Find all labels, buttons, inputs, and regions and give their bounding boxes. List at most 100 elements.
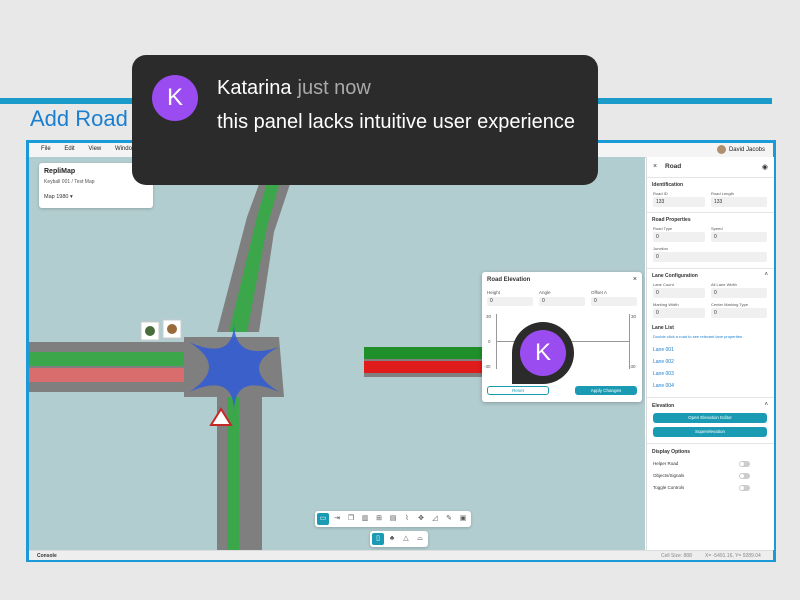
move-tool-icon[interactable]: ✥: [418, 515, 424, 522]
all-lane-width-field[interactable]: 0: [711, 288, 767, 298]
lane-hint: Double click a road to see relevant lane…: [653, 334, 742, 339]
menu-file[interactable]: File: [41, 146, 51, 152]
select-tool-icon[interactable]: ▭: [317, 513, 329, 525]
road-tool-icon[interactable]: ▯: [372, 533, 384, 545]
console-tab[interactable]: Console: [37, 553, 57, 559]
map-breadcrumb: Keyball 001 / Test Map: [44, 179, 95, 185]
lane-config-heading: Lane Configuration: [652, 273, 698, 279]
app-window: File Edit View Window David Jacobs: [26, 140, 776, 562]
divider: [647, 177, 774, 178]
axis-mid-label: 0: [488, 339, 491, 344]
main-toolbar: ▭ ⇥ ❐ ▥ ⊞ ▤ ⌇ ✥ ◿ ✎ ▣: [315, 511, 471, 527]
offset-label: Offset A: [591, 290, 607, 295]
angle-field[interactable]: 0: [539, 297, 585, 306]
close-icon[interactable]: ×: [632, 276, 637, 283]
doc-tool-icon[interactable]: ▤: [389, 515, 397, 522]
axis-right-bottom-label: -30: [629, 364, 636, 369]
objects-signals-toggle[interactable]: [739, 473, 750, 479]
axis-right-top-label: 30: [631, 314, 637, 319]
close-panel-icon[interactable]: ×: [653, 163, 658, 170]
lane-item[interactable]: Lane 004: [653, 383, 674, 389]
object-tool-icon[interactable]: ♣: [389, 535, 395, 542]
height-label: Height: [487, 290, 501, 295]
pen-tool-icon[interactable]: ✎: [446, 515, 452, 522]
axis-bottom-label: -30: [484, 364, 491, 369]
divider: [647, 397, 774, 398]
warning-sign-icon[interactable]: [209, 407, 233, 426]
road-network: [29, 157, 484, 550]
road-properties-panel: × Road ◉ Identification Road ID 133 Road…: [646, 157, 774, 550]
link-tool-icon[interactable]: ⌇: [405, 515, 409, 522]
center-marking-field[interactable]: 0: [711, 308, 767, 318]
identification-heading: Identification: [652, 182, 684, 188]
user-menu[interactable]: David Jacobs: [716, 145, 765, 154]
road-id-field[interactable]: 133: [653, 197, 705, 207]
center-marking-label: Center Marking Type: [711, 302, 749, 307]
divider: [647, 268, 774, 269]
add-tool-icon[interactable]: ⊞: [376, 515, 382, 522]
display-options-heading: Display Options: [652, 449, 691, 455]
terrain-tool-icon[interactable]: ⌓: [417, 535, 423, 542]
export-tool-icon[interactable]: ⇥: [334, 515, 340, 522]
map-canvas[interactable]: RepliMap Keyball 001 / Test Map Map 1980…: [29, 157, 645, 550]
copy-tool-icon[interactable]: ❐: [347, 515, 355, 522]
toggle-controls-toggle[interactable]: [739, 485, 750, 491]
lane-east-red[interactable]: [364, 361, 484, 373]
road-length-field[interactable]: 133: [711, 197, 767, 207]
marking-width-label: Marking Width: [653, 302, 679, 307]
lane-north-green[interactable]: [229, 157, 287, 332]
split-tool-icon[interactable]: ▥: [361, 515, 369, 522]
superelevation-button[interactable]: Superelevation: [653, 427, 767, 437]
divider: [647, 212, 774, 213]
secondary-toolbar: ▯ ♣ △ ⌓: [370, 531, 428, 547]
helper-road-toggle[interactable]: [739, 461, 750, 467]
tree-icon: [145, 326, 155, 336]
chevron-up-icon[interactable]: ˄: [764, 402, 768, 408]
menu-edit[interactable]: Edit: [64, 146, 75, 152]
commenter-avatar: K: [152, 75, 198, 121]
marking-width-field[interactable]: 0: [653, 308, 705, 318]
comment-pin[interactable]: K: [512, 322, 574, 384]
eye-icon[interactable]: ◉: [761, 164, 768, 171]
lane-east-green[interactable]: [364, 347, 484, 359]
menu-window[interactable]: Window: [114, 146, 137, 152]
axis-top-label: 30: [486, 314, 492, 319]
all-lane-width-label: All Lane Width: [711, 282, 737, 287]
helper-road-label: Helper Road: [653, 461, 679, 466]
offset-field[interactable]: 0: [591, 297, 637, 306]
lane-count-field[interactable]: 0: [653, 288, 705, 298]
comment-time: just now: [297, 77, 371, 99]
lane-item[interactable]: Lane 003: [653, 371, 674, 377]
road-type-field[interactable]: 0: [653, 232, 705, 242]
chevron-up-icon[interactable]: ˄: [764, 272, 768, 278]
open-elevation-editor-button[interactable]: Open Elevation Editor: [653, 413, 767, 423]
speed-field[interactable]: 0: [711, 232, 767, 242]
lane-item[interactable]: Lane 001: [653, 347, 674, 353]
map-selector[interactable]: Map 1980 ▾: [44, 194, 73, 200]
road-type-label: Road Type: [653, 226, 673, 231]
reset-button[interactable]: Reset: [487, 386, 549, 395]
elevation-heading: Elevation: [652, 403, 675, 409]
lane-west-green[interactable]: [29, 352, 189, 366]
junction-label: Junction: [653, 246, 668, 251]
ramp-tool-icon[interactable]: ◿: [432, 515, 438, 522]
road-west[interactable]: [29, 342, 189, 392]
lane-west-red[interactable]: [29, 368, 189, 382]
comment-text: this panel lacks intuitive user experien…: [217, 111, 575, 133]
height-field[interactable]: 0: [487, 297, 533, 306]
junction[interactable]: [189, 322, 279, 412]
coordinates: X= -5491.16, Y= 9289.04: [705, 553, 761, 559]
lane-count-label: Lane Count: [653, 282, 674, 287]
lane-item[interactable]: Lane 002: [653, 359, 674, 365]
sign-tool-icon[interactable]: △: [403, 535, 409, 542]
menu-view[interactable]: View: [88, 146, 102, 152]
junction-field[interactable]: 0: [653, 252, 767, 262]
lane-list-heading: Lane List: [652, 325, 674, 331]
apply-changes-button[interactable]: Apply Changes: [575, 386, 637, 395]
lane-south-green[interactable]: [227, 397, 239, 550]
road-length-label: Road Length: [711, 191, 734, 196]
delete-tool-icon[interactable]: ▣: [459, 515, 467, 522]
page-heading: Add Road: [30, 106, 128, 131]
cell-size: Cell Size: 888: [661, 553, 692, 559]
